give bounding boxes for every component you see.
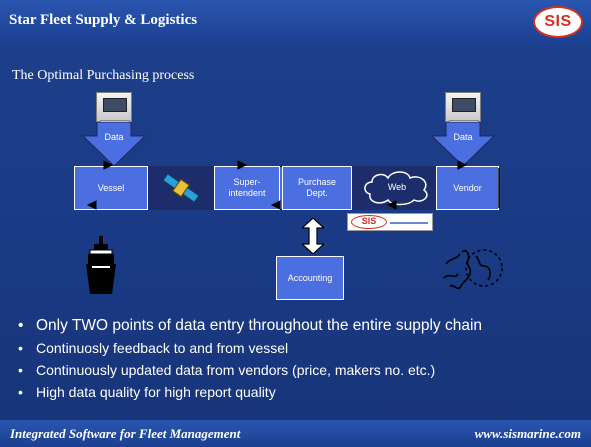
vessel-label: Vessel bbox=[97, 182, 125, 193]
bullet-item: • High data quality for high report qual… bbox=[18, 384, 276, 400]
sis-badge-text: SIS bbox=[351, 215, 387, 229]
vendor-label: Vendor bbox=[453, 182, 482, 193]
superintendent-label: Super- intendent bbox=[228, 177, 266, 198]
accounting-label: Accounting bbox=[287, 272, 333, 283]
slide-title: Star Fleet Supply & Logistics bbox=[9, 12, 198, 28]
accounting-node: Accounting bbox=[276, 256, 344, 300]
satellite-icon bbox=[160, 170, 202, 206]
slide-subtitle: The Optimal Purchasing process bbox=[12, 68, 195, 83]
bullet-list: • Only TWO points of data entry througho… bbox=[16, 315, 586, 403]
double-arrow-icon bbox=[300, 217, 326, 255]
bullet-item: • Continuosly feedback to and from vesse… bbox=[18, 340, 289, 356]
purchase-label: Purchase Dept. bbox=[297, 177, 337, 198]
vendor-node: Vendor bbox=[436, 166, 499, 210]
globe-sketch-icon bbox=[440, 244, 506, 294]
footer-url: www.sismarine.com bbox=[474, 426, 581, 441]
superintendent-node: Super- intendent bbox=[214, 166, 280, 210]
bullet-item: • Continuously updated data from vendors… bbox=[18, 362, 436, 378]
data-arrow-right: Data bbox=[430, 121, 496, 167]
web-label: Web bbox=[387, 182, 407, 192]
data-label-left: Data bbox=[104, 132, 124, 142]
purchase-node: Purchase Dept. bbox=[282, 166, 352, 210]
vessel-node: Vessel bbox=[74, 166, 148, 210]
sis-web-badge: SIS bbox=[347, 213, 433, 231]
footer-tagline: Integrated Software for Fleet Management bbox=[10, 426, 241, 441]
cloud-icon bbox=[364, 171, 428, 206]
bullet-item: • Only TWO points of data entry througho… bbox=[18, 317, 483, 334]
data-label-right: Data bbox=[453, 132, 473, 142]
web-node: Web bbox=[362, 170, 432, 206]
footer-bar: Integrated Software for Fleet Management… bbox=[0, 420, 591, 447]
sis-logo: SIS bbox=[533, 6, 583, 38]
title-bar: Star Fleet Supply & Logistics SIS bbox=[0, 0, 591, 46]
data-arrow-left: Data bbox=[81, 121, 147, 167]
ship-icon bbox=[80, 236, 122, 294]
computer-icon bbox=[96, 92, 132, 127]
